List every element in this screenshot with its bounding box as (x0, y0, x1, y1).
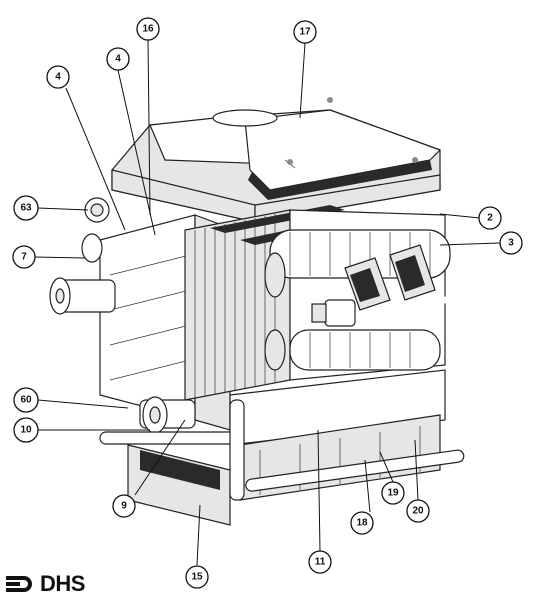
right-return-pipe (440, 296, 474, 389)
callout-15-label: 15 (191, 572, 203, 583)
dhs-logo-text: DHS (40, 571, 85, 596)
callout-19-label: 19 (387, 488, 399, 499)
callout-20: 20 (406, 499, 430, 523)
gas-valves (311, 244, 436, 327)
callout-3-label: 3 (508, 238, 514, 249)
callout-9-label: 9 (121, 501, 127, 512)
callout-4-upper-label: 4 (115, 54, 121, 65)
callout-11: 11 (308, 550, 332, 574)
base-frame (99, 369, 465, 526)
draft-hood (111, 97, 442, 223)
callout-19: 19 (381, 481, 405, 505)
front-header-pipes (49, 197, 196, 434)
callout-10-label: 10 (20, 425, 32, 436)
leader-lines (33, 39, 501, 566)
callout-2: 2 (478, 206, 502, 230)
burner-tubes (264, 229, 451, 371)
callout-7-label: 7 (21, 252, 27, 263)
callout-20-label: 20 (412, 506, 424, 517)
callout-4-lower: 4 (46, 65, 70, 89)
callout-63: 63 (13, 195, 39, 221)
callout-4-upper: 4 (106, 47, 130, 71)
callout-16-label: 16 (142, 24, 154, 35)
callout-60-label: 60 (20, 395, 32, 406)
callout-7: 7 (12, 245, 36, 269)
callout-9: 9 (112, 494, 136, 518)
callout-11-label: 11 (315, 557, 326, 568)
callout-16: 16 (136, 17, 160, 41)
callout-4-lower-label: 4 (55, 72, 61, 83)
callout-17: 17 (293, 20, 317, 44)
callout-15: 15 (185, 565, 209, 589)
callout-3: 3 (499, 231, 523, 255)
callout-2-label: 2 (487, 213, 493, 224)
callout-18: 18 (350, 511, 374, 535)
callout-63-label: 63 (20, 203, 32, 214)
callout-17-label: 17 (299, 27, 311, 38)
dhs-logo-mark-icon (6, 576, 32, 592)
callout-18-label: 18 (356, 518, 368, 529)
callout-60: 60 (13, 387, 39, 413)
callout-10: 10 (13, 417, 39, 443)
dhs-logo: DHS (4, 571, 85, 596)
